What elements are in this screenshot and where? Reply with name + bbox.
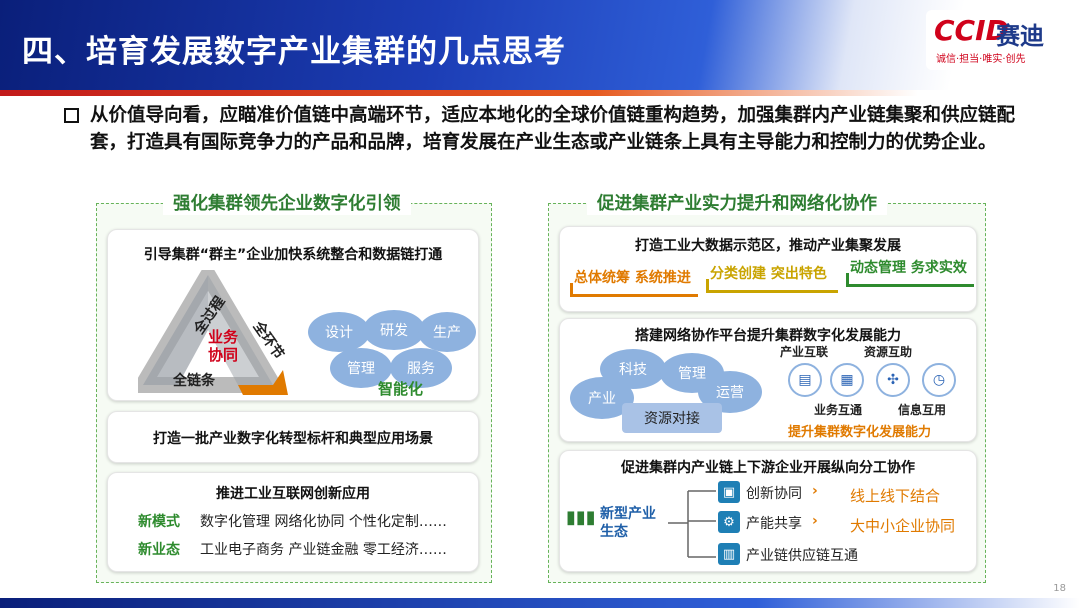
chart-icon: ▤ bbox=[788, 363, 822, 397]
page-number: 18 bbox=[1053, 583, 1066, 594]
bigdata-item-2: 分类创建 突出特色 bbox=[710, 266, 827, 282]
smart-label: 智能化 bbox=[378, 380, 424, 398]
bigdata-bracket-2 bbox=[706, 279, 838, 293]
new-biz-text: 工业电子商务 产业链金融 零工经济…… bbox=[200, 542, 447, 558]
bubble-design: 设计 bbox=[308, 312, 370, 352]
tri-center-label: 业务 协同 bbox=[208, 328, 239, 364]
clock-icon: ◷ bbox=[922, 363, 956, 397]
outcome-sme: 大中小企业协同 bbox=[850, 517, 956, 535]
footer-bar bbox=[0, 598, 1080, 608]
link-resource: 资源互助 bbox=[864, 345, 913, 359]
bigdata-item-1: 总体统筹 系统推进 bbox=[574, 270, 691, 286]
bubble-rnd: 研发 bbox=[363, 310, 425, 350]
logo-mark: CCID bbox=[934, 14, 1009, 47]
right-card-division-title: 促进集群内产业链上下游企业开展纵向分工协作 bbox=[621, 460, 915, 476]
bar-chart-icon: ▥ bbox=[718, 543, 740, 565]
bullet-square-icon bbox=[64, 108, 79, 123]
new-biz-label: 新业态 bbox=[138, 542, 180, 558]
right-card-platform-title: 搭建网络协作平台提升集群数字化发展能力 bbox=[635, 328, 901, 344]
bubble-tech: 科技 bbox=[600, 349, 666, 389]
right-panel-title: 促进集群产业实力提升和网络化协作 bbox=[587, 190, 887, 215]
eco-label: 新型产业 生态 bbox=[600, 506, 656, 540]
bubble-service: 服务 bbox=[390, 348, 452, 388]
right-card-division: 促进集群内产业链上下游企业开展纵向分工协作 ▮▮▮ 新型产业 生态 ▣ 创新协同… bbox=[559, 450, 977, 572]
logo-slogan: 诚信·担当·唯实·创先 bbox=[936, 54, 1026, 65]
left-panel: 强化集群领先企业数字化引领 引导集群“群主”企业加快系统整合和数据链打通 全过程… bbox=[96, 190, 492, 583]
left-card-guide-title: 引导集群“群主”企业加快系统整合和数据链打通 bbox=[143, 247, 443, 263]
item-supply: 产业链供应链互通 bbox=[746, 548, 858, 564]
new-mode-label: 新模式 bbox=[138, 514, 180, 530]
link-info: 信息互用 bbox=[898, 403, 947, 417]
tri-bottom-label: 全链条 bbox=[173, 373, 215, 389]
intro-text: 从价值导向看，应瞄准价值链中高端环节，适应本地化的全球价值链重构趋势，加强集群内… bbox=[90, 105, 1016, 153]
left-card-guide: 引导集群“群主”企业加快系统整合和数据链打通 全过程 全环节 全链条 业务 协同… bbox=[107, 229, 479, 401]
link-business: 业务互通 bbox=[814, 403, 863, 417]
right-card-bigdata: 打造工业大数据示范区，推动产业集聚发展 总体统筹 系统推进 分类创建 突出特色 … bbox=[559, 226, 977, 312]
header-banner bbox=[0, 0, 1080, 96]
left-card-iiot: 推进工业互联网创新应用 新模式 数字化管理 网络化协同 个性化定制…… 新业态 … bbox=[107, 472, 479, 572]
right-card-bigdata-title: 打造工业大数据示范区，推动产业集聚发展 bbox=[635, 238, 901, 254]
left-card-benchmark-title: 打造一批产业数字化转型标杆和典型应用场景 bbox=[153, 431, 433, 447]
new-mode-text: 数字化管理 网络化协同 个性化定制…… bbox=[200, 514, 447, 530]
item-innovation: 创新协同 bbox=[746, 486, 802, 502]
arrow-2-icon: › bbox=[812, 513, 818, 529]
logo-cn: 赛迪 bbox=[996, 22, 1044, 50]
link-industry: 产业互联 bbox=[780, 345, 829, 359]
tree-connector bbox=[668, 490, 716, 558]
gear-icon: ⚙ bbox=[718, 511, 740, 533]
page-title: 四、培育发展数字产业集群的几点思考 bbox=[22, 34, 566, 70]
outcome-online: 线上线下结合 bbox=[850, 487, 941, 505]
ccid-logo: CCID 赛迪 诚信·担当·唯实·创先 bbox=[926, 10, 1066, 70]
bigdata-bracket-3 bbox=[846, 273, 974, 287]
intro-paragraph: 从价值导向看，应瞄准价值链中高端环节，适应本地化的全球价值链重构趋势，加强集群内… bbox=[64, 102, 1050, 156]
bigdata-bracket-1 bbox=[570, 283, 698, 297]
right-card-platform: 搭建网络协作平台提升集群数字化发展能力 科技 管理 产业 运营 资源对接 产业互… bbox=[559, 318, 977, 442]
right-panel: 促进集群产业实力提升和网络化协作 打造工业大数据示范区，推动产业集聚发展 总体统… bbox=[548, 190, 986, 583]
doc-icon: ▦ bbox=[830, 363, 864, 397]
left-card-iiot-title: 推进工业互联网创新应用 bbox=[216, 486, 370, 502]
bubble-resource: 资源对接 bbox=[622, 403, 722, 433]
briefcase-icon: ▣ bbox=[718, 481, 740, 503]
arrow-1-icon: › bbox=[812, 483, 818, 499]
left-card-benchmark: 打造一批产业数字化转型标杆和典型应用场景 bbox=[107, 411, 479, 463]
process-triangle bbox=[138, 270, 288, 395]
books-icon: ▮▮▮ bbox=[566, 507, 596, 528]
platform-capability: 提升集群数字化发展能力 bbox=[788, 425, 932, 440]
bigdata-item-3: 动态管理 务求实效 bbox=[850, 260, 967, 276]
item-capacity: 产能共享 bbox=[746, 516, 802, 532]
bubble-production: 生产 bbox=[418, 312, 476, 352]
bubble-management: 管理 bbox=[330, 348, 392, 388]
left-panel-title: 强化集群领先企业数字化引领 bbox=[163, 190, 411, 215]
network-icon: ✣ bbox=[876, 363, 910, 397]
